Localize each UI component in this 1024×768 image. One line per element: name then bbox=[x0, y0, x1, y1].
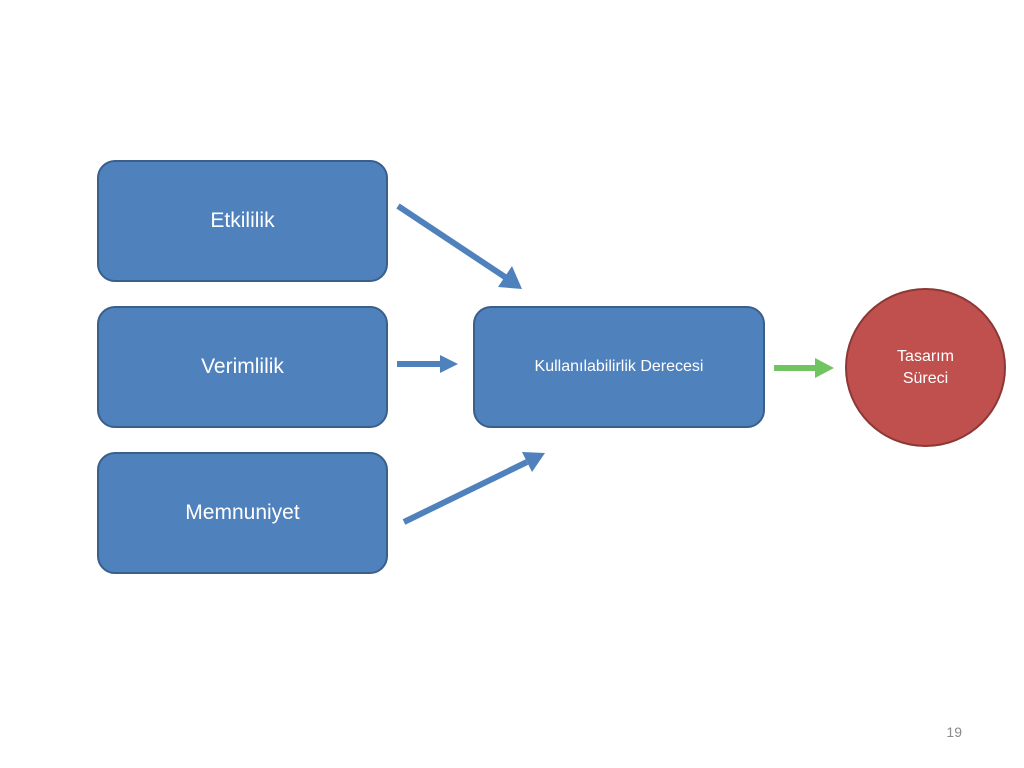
box-kullanilabilirlik-derecesi: Kullanılabilirlik Derecesi bbox=[473, 306, 765, 428]
arrow-shaft bbox=[396, 203, 507, 280]
arrow-memnuniyet-to-center bbox=[402, 452, 545, 525]
arrow-head bbox=[522, 452, 545, 472]
box-memnuniyet: Memnuniyet bbox=[97, 452, 388, 574]
box-memnuniyet-label: Memnuniyet bbox=[185, 501, 300, 524]
box-etkililik: Etkililik bbox=[97, 160, 388, 282]
box-verimlilik: Verimlilik bbox=[97, 306, 388, 428]
arrow-center-to-output bbox=[774, 358, 834, 378]
box-verimlilik-label: Verimlilik bbox=[201, 355, 284, 378]
circle-tasarim-sureci: Tasarım Süreci bbox=[845, 288, 1006, 447]
circle-label-line-2: Süreci bbox=[902, 369, 949, 387]
arrow-head bbox=[815, 358, 834, 378]
arrow-shaft bbox=[402, 459, 529, 525]
arrow-head bbox=[498, 266, 522, 289]
box-etkililik-label: Etkililik bbox=[210, 209, 275, 232]
arrow-head bbox=[440, 355, 458, 373]
arrow-verimlilik-to-center bbox=[397, 355, 458, 373]
page-number: 19 bbox=[946, 724, 962, 740]
circle-label: Tasarım Süreci bbox=[897, 346, 954, 390]
arrow-etkililik-to-center bbox=[396, 203, 522, 289]
circle-label-line-1: Tasarım bbox=[897, 347, 954, 365]
box-kullanilabilirlik-label: Kullanılabilirlik Derecesi bbox=[534, 358, 704, 375]
